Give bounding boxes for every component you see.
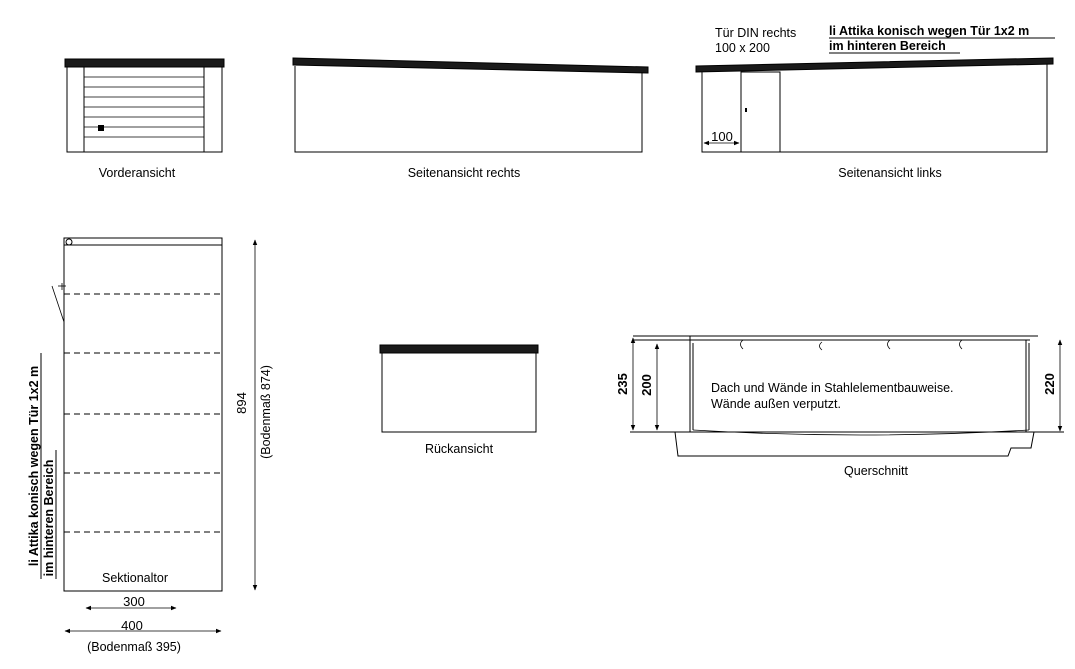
drain-circle (65, 238, 73, 246)
width-floor-dim: (Bodenmaß 395) (87, 640, 181, 654)
height-right-dim: 220 (1042, 373, 1057, 395)
front-view-label: Vorderansicht (99, 166, 176, 180)
side-right-roof (292, 57, 649, 74)
cross-section: 235 200 220 Dach und Wände in Stahleleme… (615, 335, 1064, 478)
door-note-line2: 100 x 200 (715, 41, 770, 55)
attika-note-line2: im hinteren Bereich (829, 39, 946, 53)
side-door (740, 71, 781, 153)
height-inner-dim: 200 (639, 374, 654, 396)
floor-attika-line1: li Attika konisch wegen Tür 1x2 m (27, 366, 41, 566)
section-note-line2: Wände außen verputzt. (711, 397, 841, 411)
door-note-line1: Tür DIN rechts (715, 26, 796, 40)
back-view: Rückansicht (379, 344, 539, 456)
side-view-right: Seitenansicht rechts (292, 57, 649, 180)
floor-attika-line2: im hinteren Bereich (42, 460, 56, 577)
outer-width-dim: 400 (121, 618, 143, 633)
side-left-label: Seitenansicht links (838, 166, 942, 180)
height-left-dim: 235 (615, 373, 630, 395)
sectional-door-label: Sektionaltor (102, 571, 168, 585)
door-offset-dim: 100 (711, 129, 733, 144)
side-view-left: 100 Tür DIN rechts 100 x 200 li Attika k… (695, 24, 1055, 180)
length-floor-dim: (Bodenmaß 874) (259, 365, 273, 459)
section-note-line1: Dach und Wände in Stahlelementbauweise. (711, 381, 954, 395)
side-right-label: Seitenansicht rechts (408, 166, 521, 180)
side-left-roof (695, 57, 1054, 73)
front-roof (64, 58, 225, 68)
front-view: Vorderansicht (64, 58, 225, 180)
inner-width-dim: 300 (123, 594, 145, 609)
door-handle (98, 125, 104, 131)
floor-plan: li Attika konisch wegen Tür 1x2 m im hin… (27, 237, 273, 654)
side-door-handle (745, 108, 747, 112)
back-view-label: Rückansicht (425, 442, 494, 456)
back-roof (379, 344, 539, 354)
front-wall (66, 66, 223, 153)
length-dim: 894 (234, 392, 249, 414)
attika-note-line1: li Attika konisch wegen Tür 1x2 m (829, 24, 1029, 38)
sectional-door (83, 66, 205, 153)
section-label: Querschnitt (844, 464, 908, 478)
